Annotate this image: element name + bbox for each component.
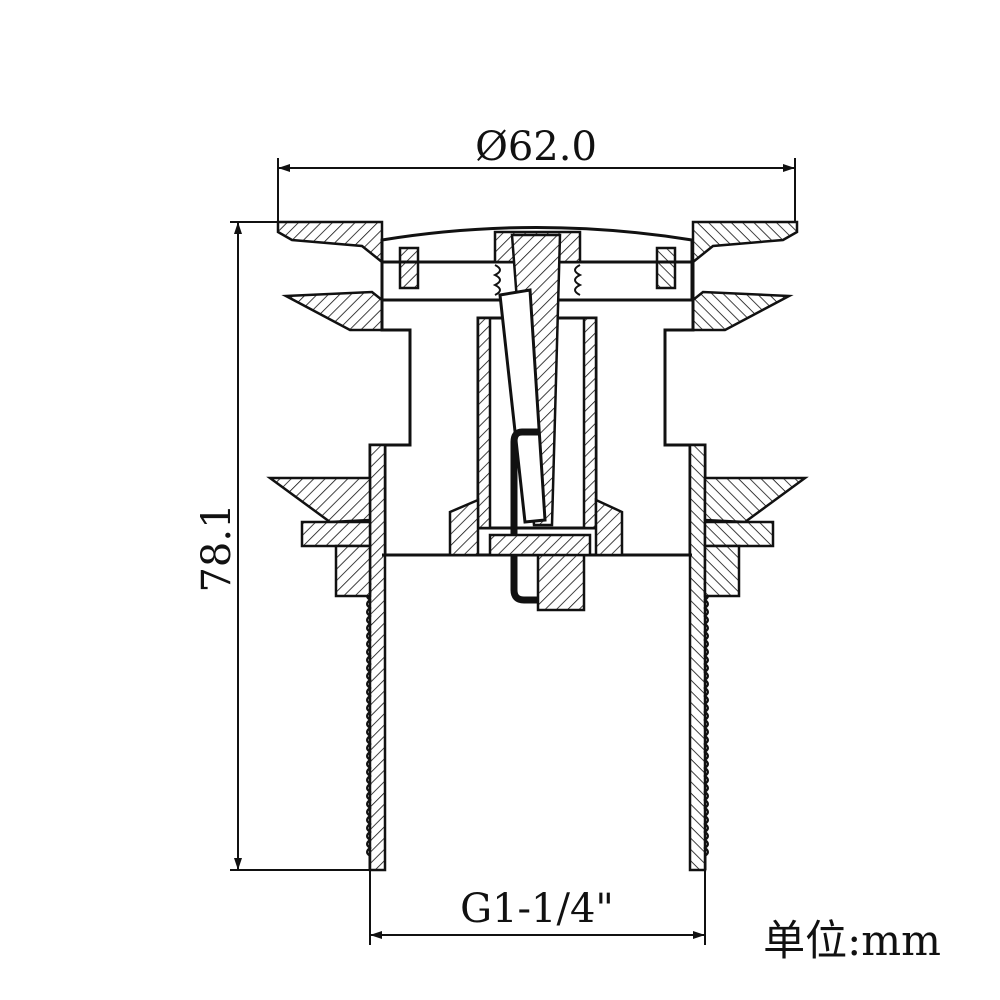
collar: [448, 498, 480, 557]
unit-label: 单位:mm: [763, 916, 941, 965]
flange: [276, 220, 384, 265]
thread-dimension: G1-1/4": [369, 870, 706, 945]
plug-base: [536, 553, 586, 612]
nut-body: [334, 544, 372, 598]
upper-nut: [281, 290, 384, 332]
drain-body-half: [266, 220, 420, 872]
thread-label: G1-1/4": [460, 886, 614, 932]
height-label: 78.1: [194, 503, 240, 592]
thread-profile: [366, 559, 372, 857]
washer: [300, 520, 372, 548]
push-mechanism: [448, 230, 624, 612]
j-hook: [510, 428, 540, 604]
cap-dome: [380, 226, 694, 262]
spring: [492, 264, 583, 296]
cap-seal: [398, 246, 420, 290]
height-dimension: 78.1: [194, 221, 372, 871]
threaded-wall: [368, 443, 387, 872]
diameter-label: Ø62.0: [475, 124, 597, 170]
diameter-dimension: Ø62.0: [277, 124, 796, 222]
lower-nut: [266, 476, 372, 524]
